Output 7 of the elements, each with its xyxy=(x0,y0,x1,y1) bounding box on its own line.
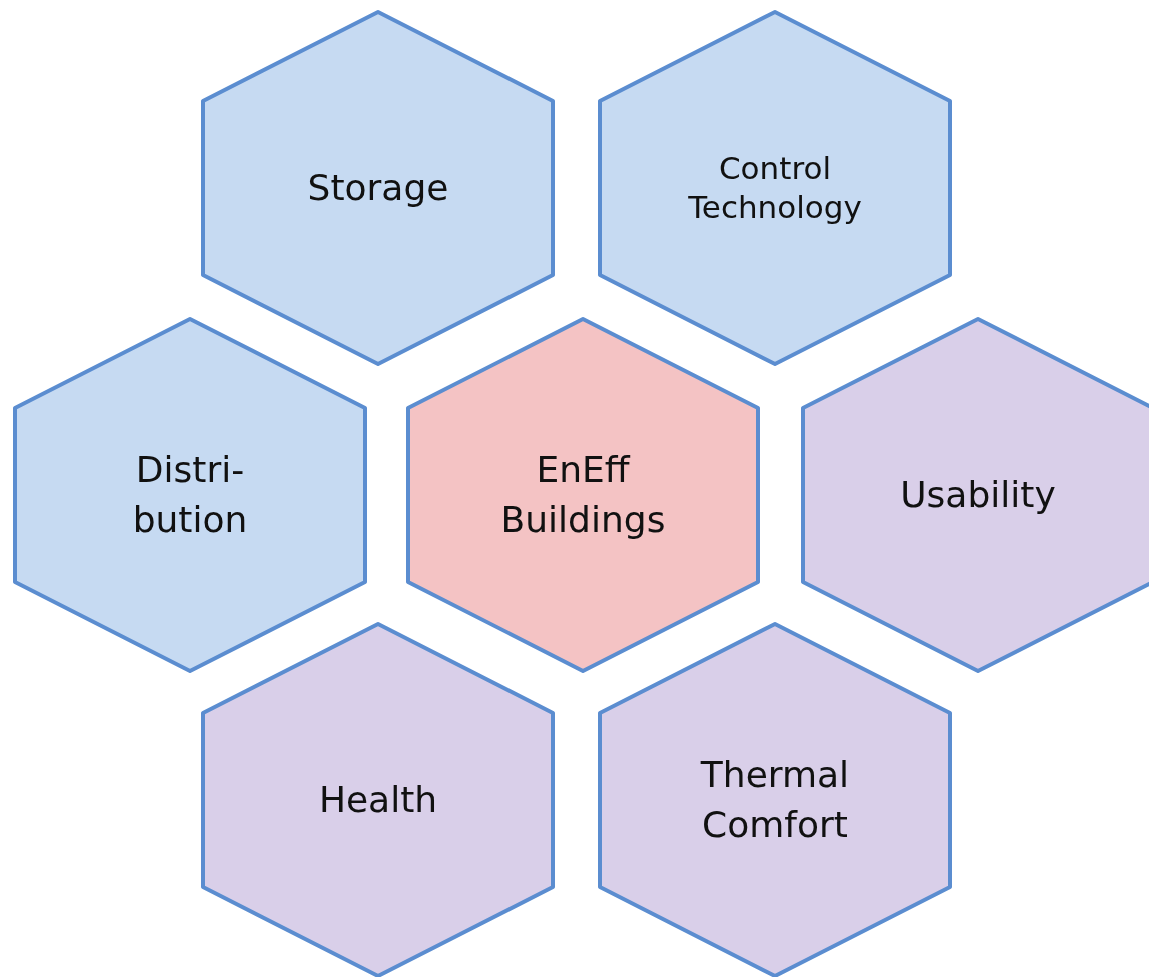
hexagon-label: Control Technology xyxy=(687,149,863,227)
hexagon-label: Thermal Comfort xyxy=(699,752,851,847)
hexagon-label: Usability xyxy=(899,472,1057,517)
hexagon-label: Storage xyxy=(306,165,450,210)
hexagon-label: Health xyxy=(317,777,439,822)
hexagon-label: EnEff Buildings xyxy=(499,447,667,542)
hexagon-label: Distri- bution xyxy=(131,447,249,542)
